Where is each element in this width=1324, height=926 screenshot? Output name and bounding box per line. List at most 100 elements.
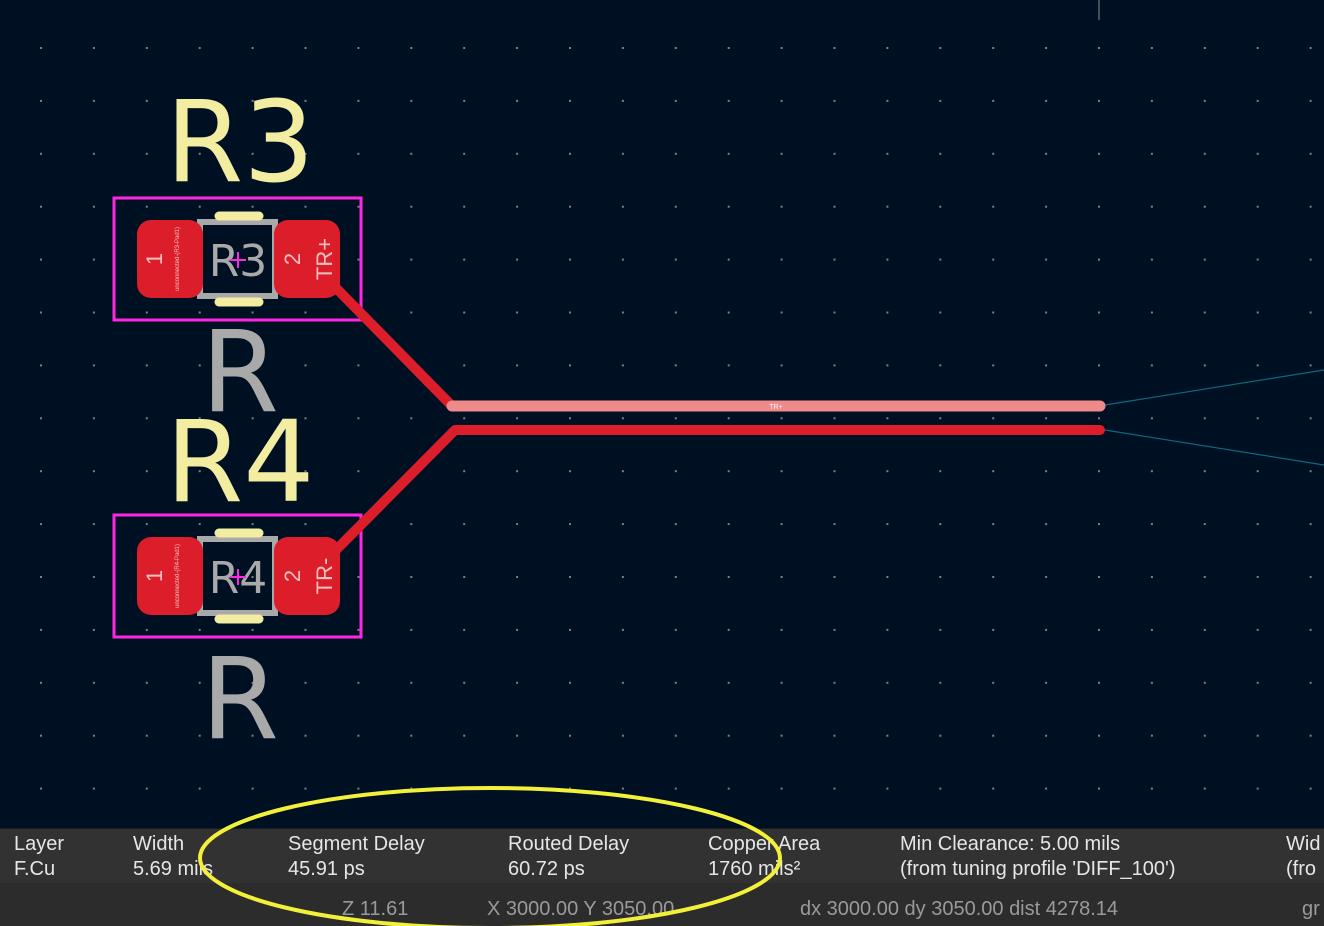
grid-dot [304,47,307,49]
grid-dot [939,681,942,684]
grid-dot [1256,47,1259,49]
grid-dot [516,417,519,420]
grid-dot [1256,681,1259,684]
grid-dot [1045,523,1048,526]
grid-dot [886,734,889,737]
grid-dot [410,576,413,578]
grid-dot [1098,99,1100,102]
pcb-canvas[interactable]: R3 1 unconnected-(R3-Pad1) 2 TR+ R4 1 un… [0,0,1324,828]
grid-dot [410,99,413,102]
grid-dot [1203,681,1206,684]
grid-dot [516,628,519,631]
grid-dot [410,787,413,790]
grid-dot [939,417,942,420]
grid-dot [1309,734,1312,737]
info-value: 1760 mils² [708,858,801,880]
grid-dot [1203,205,1206,208]
footprint-r3[interactable]: R3 1 unconnected-(R3-Pad1) 2 TR+ [112,196,363,322]
grid-dot [304,787,307,790]
grid-dot [1045,787,1048,790]
grid-dot [92,734,95,737]
grid-dot [833,311,836,314]
grid-dot [833,47,836,49]
grid-dot [1045,364,1048,367]
grid-dot [727,364,730,367]
pad-2[interactable] [274,537,340,615]
grid-dot [1098,205,1100,208]
grid-dot [992,576,995,578]
grid-dot [304,523,307,526]
grid-dot [1309,576,1312,578]
grid-dot [674,417,677,420]
footprint-r4[interactable]: R4 1 unconnected-(R4-Pad1) 2 TR- [112,513,363,639]
grid-dot [1045,152,1048,155]
grid-dot [1098,417,1100,420]
grid-dot [357,470,360,473]
pad-net: TR+ [312,238,337,280]
grid-dot [463,364,466,367]
grid-dot [357,205,360,208]
grid-dot [780,470,783,473]
grid-dot [1150,258,1153,261]
grid-dot [1150,681,1153,684]
grid-dot [1150,205,1153,208]
grid-dot [145,205,148,208]
grid-dot [1098,576,1100,578]
grid-dot [1098,364,1100,367]
anchor-icon [230,252,246,268]
grid-dot [1256,364,1259,367]
grid-dot [410,47,413,49]
track-tr-plus-diagonal[interactable] [330,282,457,411]
grid-dot [463,311,466,314]
grid-dot [780,47,783,49]
grid-dot [1203,258,1206,261]
grid-dot [1098,152,1100,155]
grid-dot [516,734,519,737]
track-net-label: TR+ [769,404,782,411]
grid-dot [463,99,466,102]
grid-dot [674,258,677,261]
grid-dot [1045,47,1048,49]
grid-dot [410,523,413,526]
grid-dot [92,417,95,420]
grid-dot [145,152,148,155]
grid-dot [145,311,148,314]
grid-dot [621,364,624,367]
info-label: Segment Delay [288,833,425,855]
grid-dot [1203,364,1206,367]
grid-dot [40,470,42,473]
grid-dot [251,523,254,526]
anchor-icon [230,569,246,585]
grid-dot [198,787,201,790]
grid-dot [463,787,466,790]
grid-dot [145,99,148,102]
grid-dot [198,47,201,49]
pad-1[interactable] [137,220,203,298]
pad-1[interactable] [137,537,203,615]
grid-dot [727,152,730,155]
grid-dot [569,311,571,314]
grid-dot [1203,311,1206,314]
grid-dot [939,470,942,473]
grid-dot [40,681,42,684]
grid-dot [40,576,42,578]
grid-dot [251,258,254,261]
grid-dot [621,470,624,473]
grid-dot [569,628,571,631]
grid-dot [1045,311,1048,314]
grid-dot [727,417,730,420]
grid-dot [1309,311,1312,314]
grid-dot [145,523,148,526]
grid-dot [198,311,201,314]
grid-dot [1098,523,1100,526]
grid-dot [40,311,42,314]
pad-2[interactable] [274,220,340,298]
grid-dot [304,205,307,208]
track-tr-minus[interactable] [330,425,1105,556]
grid-dot [198,364,201,367]
grid-dot [886,205,889,208]
zoom-readout: Z 11.61 [342,898,409,920]
grid-dot [92,787,95,790]
